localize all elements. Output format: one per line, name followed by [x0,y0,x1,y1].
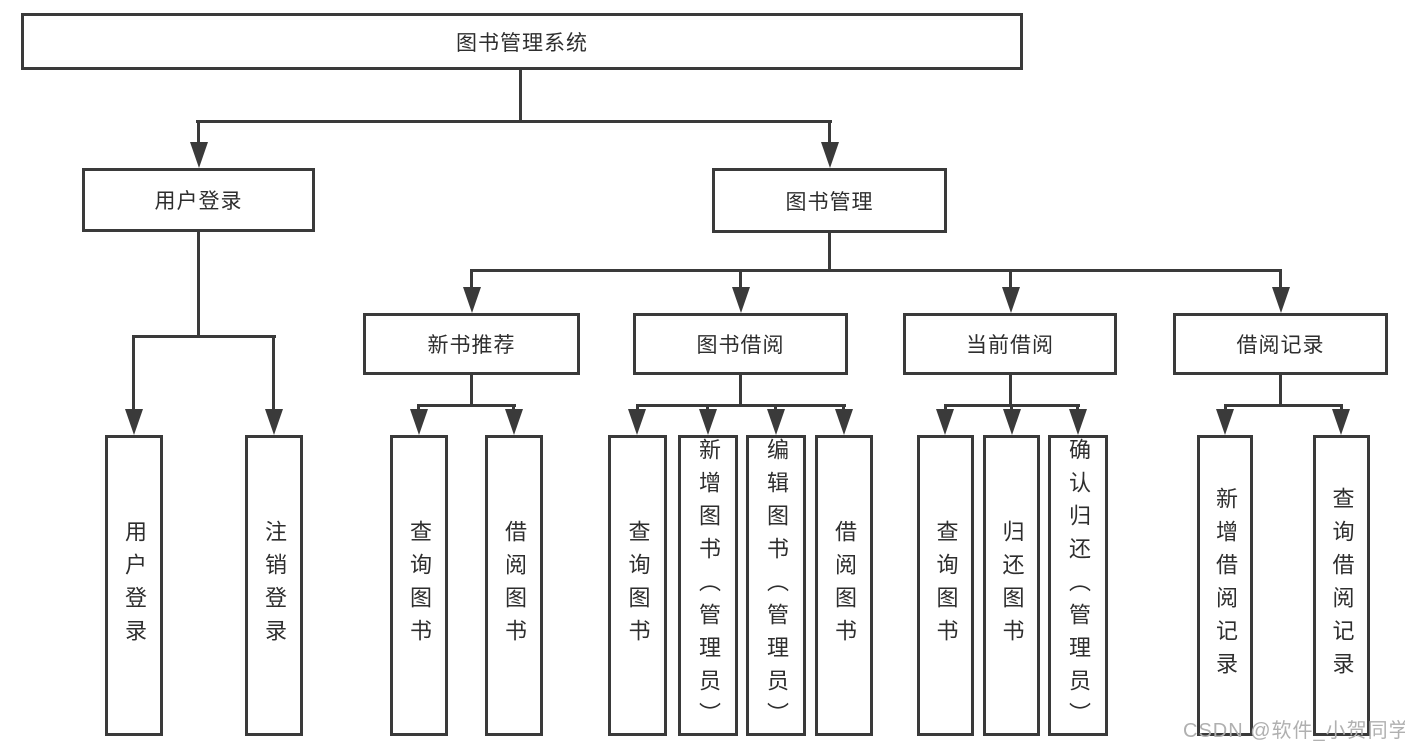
leaf-confirm-return-admin: 确认归还（管理员） [1048,435,1108,736]
connector-line [1279,375,1282,406]
node-library-management-system: 图书管理系统 [21,13,1023,70]
arrow-down-icon [1216,409,1234,435]
node-current-borrow: 当前借阅 [903,313,1117,375]
arrow-down-icon [190,142,208,168]
arrow-down-icon [1332,409,1350,435]
arrow-down-icon [699,409,717,435]
arrow-down-icon [835,409,853,435]
connector-line [739,269,742,291]
leaf-edit-book-admin: 编辑图书（管理员） [746,435,806,736]
connector-line [132,335,135,413]
arrow-down-icon [505,409,523,435]
connector-line [470,269,473,291]
leaf-query-books-borrow: 查询图书 [608,435,667,736]
connector-line [470,375,473,406]
arrow-down-icon [463,287,481,313]
connector-line [470,269,1282,272]
connector-line [272,335,275,413]
arrow-down-icon [628,409,646,435]
connector-line [828,233,831,271]
arrow-down-icon [1272,287,1290,313]
node-new-book-recommend: 新书推荐 [363,313,580,375]
node-user-login: 用户登录 [82,168,315,232]
connector-line [417,404,516,407]
arrow-down-icon [821,142,839,168]
arrow-down-icon [410,409,428,435]
node-book-borrow: 图书借阅 [633,313,848,375]
leaf-add-book-admin: 新增图书（管理员） [678,435,738,736]
connector-line [1009,375,1012,406]
connector-line [132,335,276,338]
leaf-query-borrow-record: 查询借阅记录 [1313,435,1370,736]
leaf-borrow-books-recommend: 借阅图书 [485,435,543,736]
connector-line [828,120,831,145]
arrow-down-icon [1069,409,1087,435]
connector-line [1009,269,1012,291]
arrow-down-icon [767,409,785,435]
leaf-return-books: 归还图书 [983,435,1040,736]
connector-line [197,232,200,337]
connector-line [197,120,200,145]
leaf-add-borrow-record: 新增借阅记录 [1197,435,1253,736]
arrow-down-icon [1002,287,1020,313]
connector-line [739,375,742,406]
connector-line [636,404,846,407]
node-borrow-records: 借阅记录 [1173,313,1388,375]
arrow-down-icon [125,409,143,435]
connector-line [1279,269,1282,291]
leaf-query-books-recommend: 查询图书 [390,435,448,736]
leaf-user-login: 用户登录 [105,435,163,736]
node-book-management: 图书管理 [712,168,947,233]
arrow-down-icon [265,409,283,435]
leaf-logout: 注销登录 [245,435,303,736]
connector-line [196,120,832,123]
watermark: CSDN @软件_小贺同学 [1183,720,1405,742]
arrow-down-icon [936,409,954,435]
connector-line [1224,404,1343,407]
leaf-query-books-current: 查询图书 [917,435,974,736]
arrow-down-icon [1003,409,1021,435]
arrow-down-icon [732,287,750,313]
leaf-borrow-books: 借阅图书 [815,435,873,736]
connector-line [519,70,522,122]
